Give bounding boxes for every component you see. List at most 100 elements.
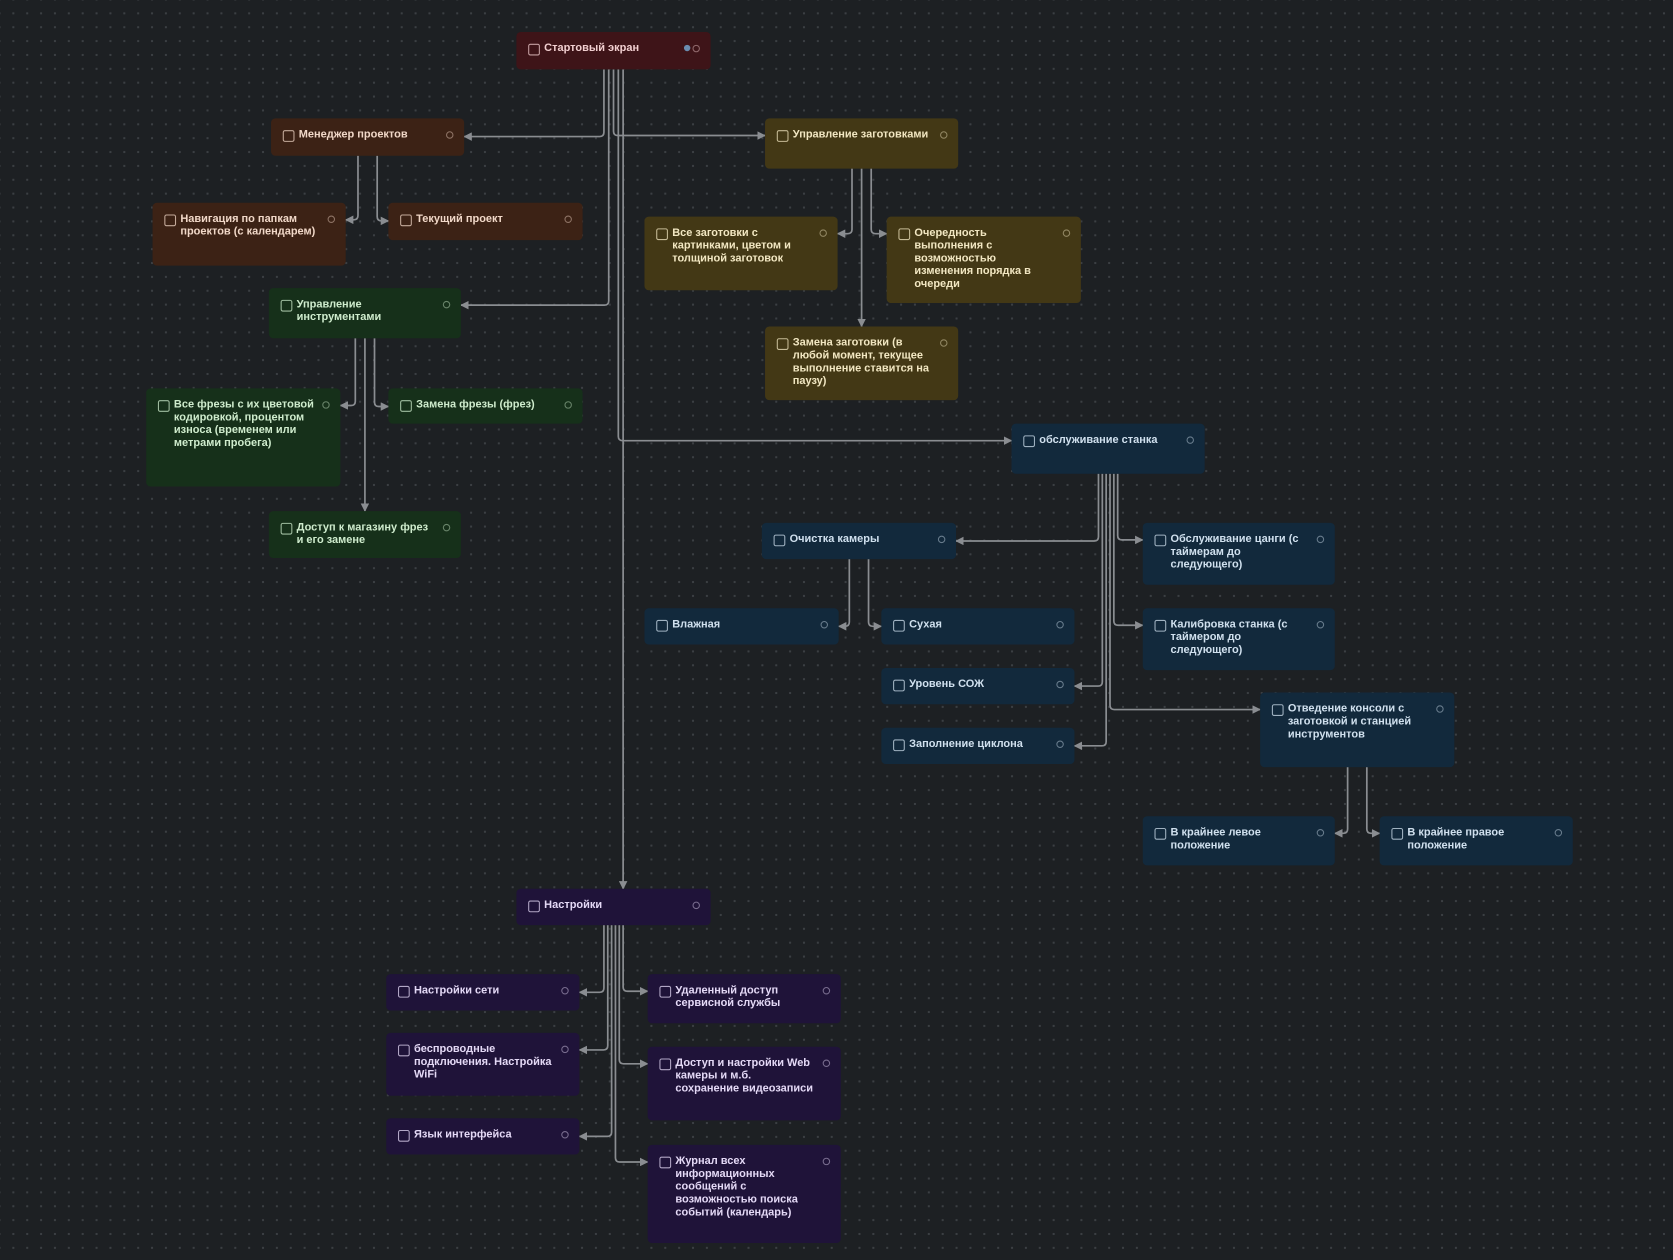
node-wet[interactable]: Влажная: [644, 608, 839, 645]
checkbox-icon[interactable]: [893, 679, 905, 692]
node-settings[interactable]: Настройки: [516, 888, 711, 926]
connector-settings-wifi[interactable]: [578, 925, 609, 1055]
connector-handle-icon[interactable]: [692, 901, 700, 910]
node-blanks[interactable]: Управление заготовками: [765, 118, 959, 169]
checkbox-icon[interactable]: [282, 130, 295, 142]
node-cur[interactable]: Текущий проект: [388, 202, 583, 241]
node-allcutters[interactable]: Все фрезы с их цветовой кодировкой, проц…: [146, 388, 341, 487]
connector-handle-icon[interactable]: [820, 620, 828, 629]
checkbox-icon[interactable]: [397, 1044, 410, 1057]
checkbox-icon[interactable]: [659, 985, 672, 998]
connector-handle-icon[interactable]: [1062, 229, 1071, 237]
connector-clean-wet[interactable]: [837, 559, 851, 631]
connector-settings-webcam[interactable]: [618, 925, 649, 1069]
connector-handle-icon[interactable]: [692, 44, 700, 53]
connector-handle-icon[interactable]: [1056, 740, 1064, 748]
node-console[interactable]: Отведение консоли с заготовкой и станцие…: [1260, 692, 1455, 768]
checkbox-icon[interactable]: [659, 1058, 672, 1071]
node-lang[interactable]: Язык интерфейса: [386, 1118, 580, 1155]
connector-service-cyclone[interactable]: [1073, 473, 1108, 751]
connector-handle-icon[interactable]: [322, 401, 330, 409]
connector-settings-remote[interactable]: [622, 925, 649, 996]
checkbox-icon[interactable]: [898, 228, 911, 241]
connector-console-right[interactable]: [1365, 767, 1381, 838]
connector-handle-icon[interactable]: [819, 229, 827, 237]
checkbox-icon[interactable]: [400, 400, 412, 412]
connector-start-mgr[interactable]: [463, 69, 605, 141]
node-allblanks[interactable]: Все заготовки с картинками, цветом и тол…: [644, 216, 838, 291]
node-journal[interactable]: Журнал всех информационных сообщений с в…: [647, 1144, 841, 1244]
connector-handle-icon[interactable]: [822, 1059, 831, 1067]
connector-handle-icon[interactable]: [940, 131, 948, 139]
node-calib[interactable]: Калибровка станка (с таймером до следующ…: [1142, 608, 1335, 671]
checkbox-icon[interactable]: [1391, 827, 1404, 840]
connector-handle-icon[interactable]: [327, 215, 336, 224]
connector-handle-icon[interactable]: [564, 215, 572, 224]
connector-settings-journal[interactable]: [614, 925, 649, 1167]
checkbox-icon[interactable]: [528, 900, 540, 913]
node-mgr[interactable]: Менеджер проектов: [271, 118, 465, 156]
connector-mgr-nav[interactable]: [344, 155, 359, 225]
connector-handle-icon[interactable]: [1436, 705, 1444, 713]
connector-start-blanks[interactable]: [612, 69, 766, 140]
connector-console-left[interactable]: [1333, 767, 1349, 838]
checkbox-icon[interactable]: [1154, 619, 1167, 632]
connector-handle-icon[interactable]: [822, 986, 831, 995]
connector-handle-icon[interactable]: [1554, 829, 1563, 837]
node-remote[interactable]: Удаленный доступ сервисной службы: [647, 974, 841, 1024]
connector-handle-icon[interactable]: [822, 1157, 831, 1166]
checkbox-icon[interactable]: [659, 1156, 672, 1169]
node-swap[interactable]: Замена заготовки (в любой момент, текуще…: [765, 326, 959, 401]
node-dry[interactable]: Сухая: [881, 608, 1075, 645]
connector-settings-lang[interactable]: [578, 925, 613, 1141]
checkbox-icon[interactable]: [776, 130, 789, 142]
connector-handle-icon[interactable]: [442, 300, 451, 309]
node-cyclone[interactable]: Заполнение циклона: [881, 727, 1075, 764]
checkbox-icon[interactable]: [397, 1129, 410, 1142]
checkbox-icon[interactable]: [400, 214, 412, 227]
checkbox-icon[interactable]: [893, 739, 905, 752]
node-left[interactable]: В крайнее левое положение: [1142, 816, 1335, 866]
node-right[interactable]: В крайнее правое положение: [1379, 816, 1573, 866]
connector-handle-icon[interactable]: [937, 535, 946, 544]
connector-handle-icon[interactable]: [446, 131, 454, 139]
checkbox-icon[interactable]: [164, 214, 177, 227]
checkbox-icon[interactable]: [1023, 435, 1035, 448]
connector-blanks-allblanks[interactable]: [836, 168, 853, 238]
node-net[interactable]: Настройки сети: [386, 974, 580, 1011]
connector-handle-icon[interactable]: [561, 1131, 569, 1139]
checkbox-icon[interactable]: [1271, 704, 1284, 716]
connector-service-collet[interactable]: [1116, 473, 1144, 545]
checkbox-icon[interactable]: [776, 338, 789, 350]
connector-service-console[interactable]: [1109, 473, 1261, 714]
connector-clean-dry[interactable]: [867, 559, 883, 631]
node-service[interactable]: обслуживание станка: [1011, 423, 1205, 474]
connector-tools-allcutters[interactable]: [339, 338, 357, 410]
checkbox-icon[interactable]: [280, 299, 293, 312]
node-shop[interactable]: Доступ к магазину фрез и его замене: [268, 511, 461, 559]
node-queue[interactable]: Очередность выполнения с возможностью из…: [886, 216, 1081, 304]
connector-service-calib[interactable]: [1112, 473, 1144, 630]
connector-handle-icon[interactable]: [442, 523, 451, 532]
connector-handle-icon[interactable]: [1316, 620, 1325, 629]
connector-handle-icon[interactable]: [564, 401, 572, 409]
node-collet[interactable]: Обслуживание цанги (с таймерам до следую…: [1142, 522, 1335, 585]
checkbox-icon[interactable]: [773, 534, 786, 547]
checkbox-icon[interactable]: [397, 985, 410, 998]
connector-handle-icon[interactable]: [561, 1045, 569, 1054]
connector-start-tools[interactable]: [460, 69, 610, 310]
checkbox-icon[interactable]: [1154, 827, 1167, 840]
connector-handle-icon[interactable]: [1186, 436, 1194, 444]
node-replace[interactable]: Замена фрезы (фрез): [388, 388, 583, 424]
connector-service-coolant[interactable]: [1073, 473, 1104, 691]
connector-mgr-cur[interactable]: [376, 155, 390, 226]
connector-tools-replace[interactable]: [373, 338, 390, 411]
checkbox-icon[interactable]: [1154, 534, 1167, 547]
node-nav[interactable]: Навигация по папкам проектов (с календар…: [152, 202, 346, 266]
checkbox-icon[interactable]: [656, 619, 668, 632]
connector-handle-icon[interactable]: [1056, 620, 1064, 629]
connector-handle-icon[interactable]: [1316, 535, 1325, 544]
connector-service-clean[interactable]: [955, 473, 1100, 546]
checkbox-icon[interactable]: [656, 228, 668, 241]
connector-handle-icon[interactable]: [940, 339, 948, 347]
